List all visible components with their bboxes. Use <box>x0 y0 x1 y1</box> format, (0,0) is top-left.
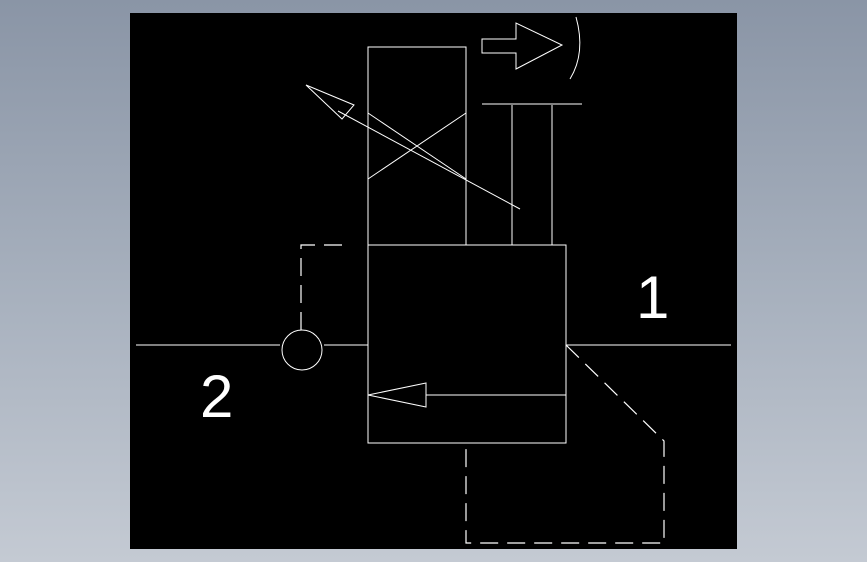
spring-x-2 <box>367 112 467 180</box>
cad-drawing-viewport[interactable]: 1 2 <box>130 13 737 549</box>
hydraulic-symbol-diagram: 1 2 <box>136 16 731 544</box>
valve-body <box>367 244 567 444</box>
output-arc <box>569 16 581 80</box>
pilot-line-upper <box>300 244 350 330</box>
adjust-arrow-head <box>305 84 355 120</box>
port-2-label: 2 <box>200 363 233 430</box>
output-arrow <box>481 22 564 70</box>
port-1-label: 1 <box>636 264 669 331</box>
drain-line-diagonal <box>465 344 665 544</box>
spring-box <box>367 46 467 246</box>
adjust-arrow-shaft <box>337 110 521 210</box>
check-circle <box>281 329 323 371</box>
internal-flow-arrow <box>367 382 427 408</box>
